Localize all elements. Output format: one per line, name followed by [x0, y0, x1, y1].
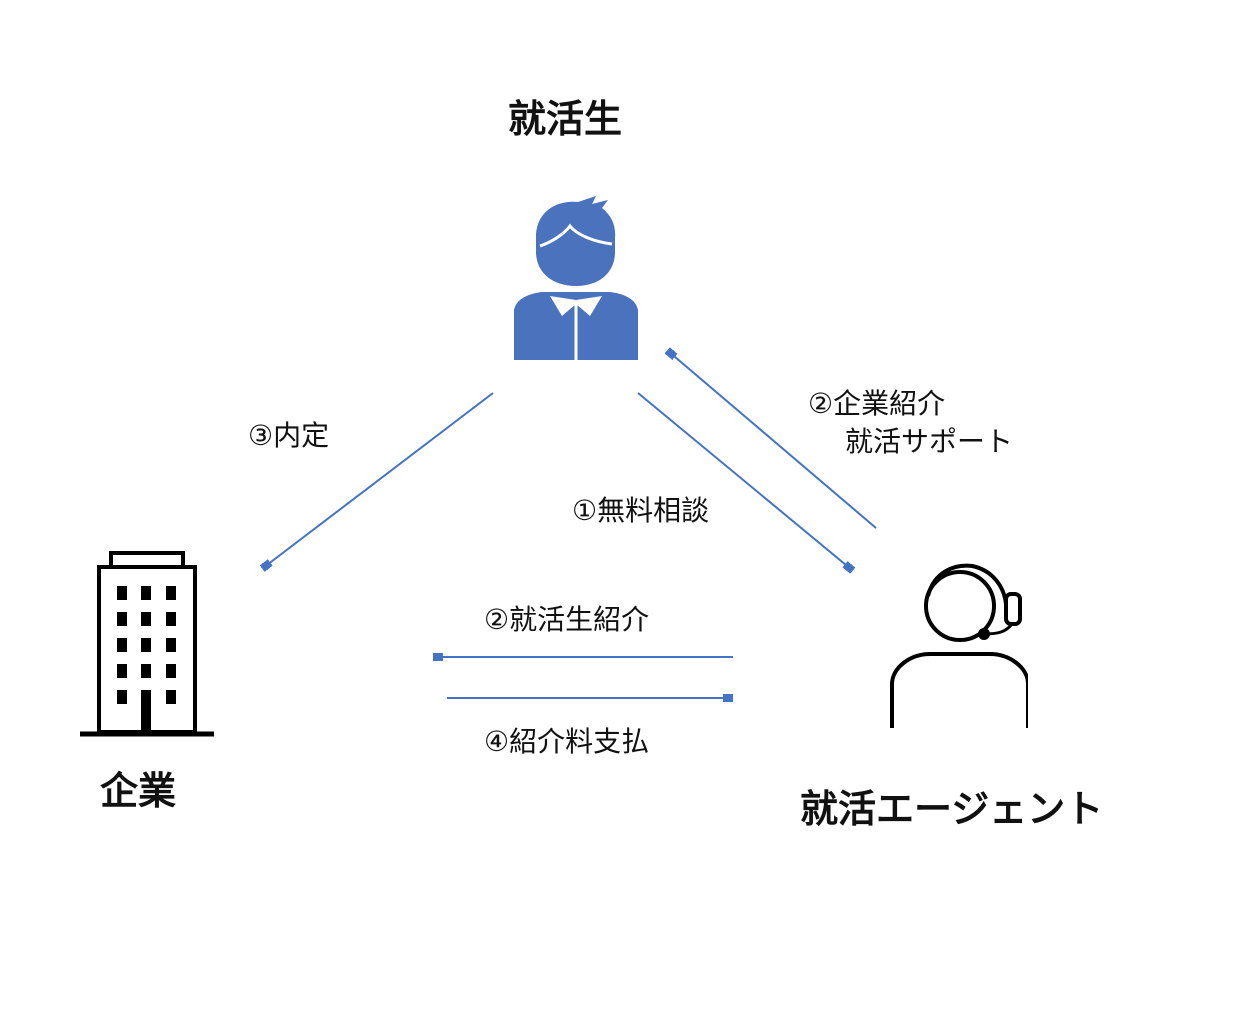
arrow-free-consultation — [637, 392, 852, 570]
node-title-company: 企業 — [100, 769, 177, 813]
student-person-icon — [514, 196, 638, 360]
edge-label-company-introduction-line2: 就活サポート — [845, 425, 1014, 458]
node-title-student: 就活生 — [508, 97, 623, 141]
node-title-agent: 就活エージェント — [800, 787, 1104, 831]
edge-label-company-introduction-line1: ②企業紹介 — [808, 387, 946, 420]
edge-label-student-introduction: ②就活生紹介 — [484, 603, 650, 636]
office-building-icon — [80, 551, 214, 737]
edge-label-free-consultation: ①無料相談 — [572, 494, 710, 527]
arrow-company-introduction — [668, 351, 877, 529]
edge-label-fee-payment: ④紹介料支払 — [484, 725, 650, 758]
edge-label-offer: ③内定 — [248, 419, 330, 452]
arrow-offer — [263, 392, 494, 568]
headset-operator-icon — [890, 563, 1028, 728]
